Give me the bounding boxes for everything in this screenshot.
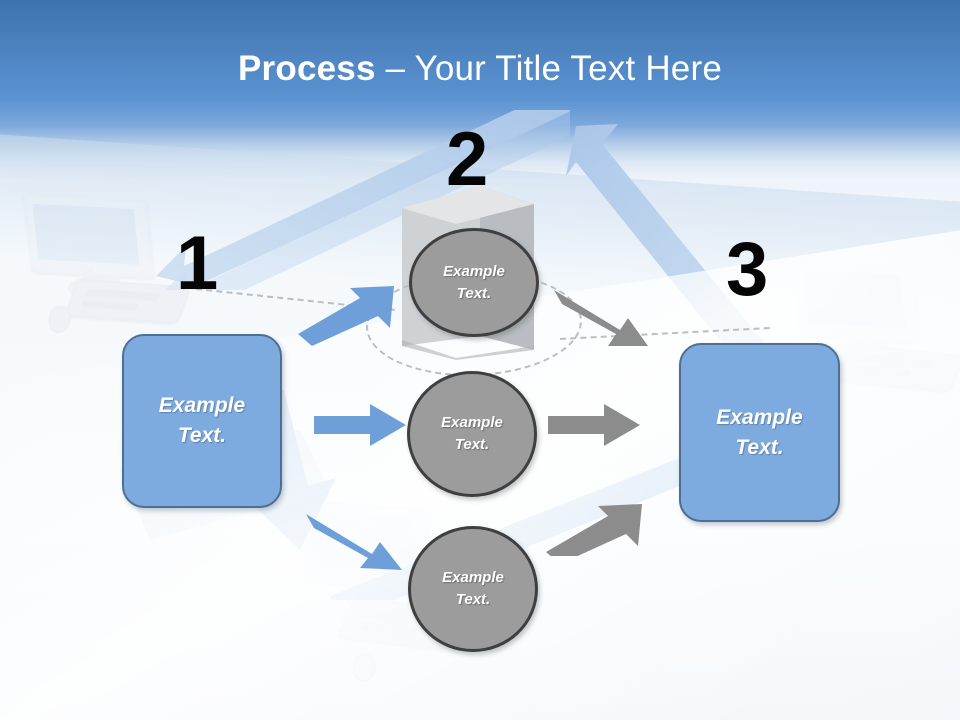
node-top-label-line1: Example — [443, 262, 505, 280]
page-title-light: – Your Title Text Here — [375, 49, 722, 88]
step-number-1: 1 — [176, 221, 218, 306]
monitor-screen — [32, 203, 140, 265]
node-bottom[interactable]: Example Text. — [408, 526, 538, 652]
input-process-box-label: Example Text. — [159, 391, 245, 451]
output-box-label-line1: Example — [716, 405, 803, 429]
node-top-label-line2: Text. — [456, 284, 492, 302]
input-box-label-line1: Example — [158, 394, 246, 417]
connector-in-to-top — [298, 286, 394, 346]
keyboard-keys — [80, 299, 139, 311]
node-bottom-label: Example Text. — [442, 567, 504, 611]
mouse — [350, 651, 378, 684]
keyboard-keys — [83, 288, 161, 302]
connector-in-to-bottom — [306, 514, 402, 570]
keyboard-keys — [851, 364, 912, 378]
node-bottom-label-line1: Example — [442, 569, 504, 586]
connector-bottom-to-out — [546, 504, 642, 556]
output-process-box-label: Example Text. — [716, 403, 802, 463]
node-middle[interactable]: Example Text. — [407, 371, 537, 497]
node-top-label: Example Text. — [443, 261, 505, 305]
output-process-box[interactable]: Example Text. — [679, 343, 840, 522]
node-bottom-label-line2: Text. — [455, 591, 491, 608]
page-title: Process – Your Title Text Here — [0, 48, 960, 90]
connector-top-to-out — [554, 290, 648, 346]
output-box-label-line2: Text. — [735, 435, 784, 459]
step-number-3: 3 — [726, 227, 768, 312]
node-middle-label-line1: Example — [441, 414, 503, 431]
connector-in-to-middle — [314, 404, 406, 446]
input-process-box[interactable]: Example Text. — [122, 334, 282, 508]
page-title-bold: Process — [238, 49, 376, 88]
keyboard — [835, 343, 960, 392]
node-top[interactable]: Example Text. — [409, 228, 539, 337]
node-middle-label: Example Text. — [441, 412, 503, 456]
node-middle-label-line2: Text. — [454, 436, 490, 453]
step-number-2: 2 — [446, 117, 488, 202]
input-box-label-line2: Text. — [177, 424, 227, 447]
connector-middle-to-out — [548, 404, 640, 446]
